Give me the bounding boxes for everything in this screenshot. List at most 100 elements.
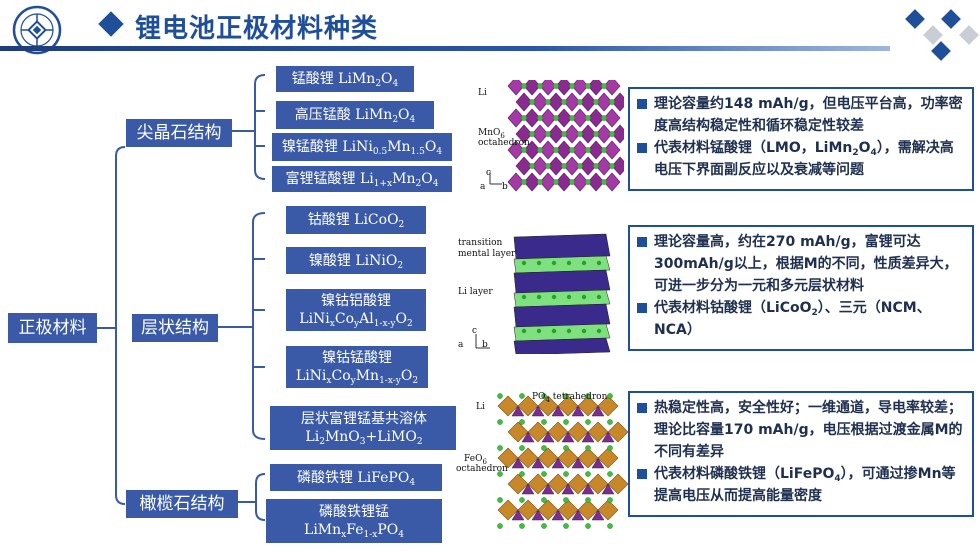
feo6-octahedron bbox=[547, 421, 569, 443]
li-atom bbox=[585, 419, 591, 425]
square-bullet-icon bbox=[637, 469, 647, 479]
li-atom bbox=[607, 523, 613, 529]
li-atom bbox=[521, 260, 527, 266]
category-spinel: 尖晶石结构 bbox=[126, 119, 232, 147]
octahedron-shape bbox=[579, 124, 597, 144]
li-atom bbox=[497, 471, 503, 477]
po4-tetrahedron bbox=[591, 405, 605, 417]
po4-tetrahedron bbox=[531, 509, 545, 521]
layered-item-ncm: 镍钴锰酸锂 LiNixCoyMn1-x-yO2 bbox=[286, 346, 428, 388]
olivine-structure-image: Li PO4 tetrahedron FeO6 octahedron bbox=[456, 392, 632, 534]
octahedron-shape bbox=[547, 92, 565, 112]
li-atom bbox=[569, 115, 575, 121]
li-atom bbox=[563, 445, 569, 451]
octahedron-shape bbox=[587, 140, 605, 160]
octahedron-shape bbox=[603, 108, 621, 128]
li-atom bbox=[577, 99, 583, 105]
li-atom bbox=[541, 497, 547, 503]
feo6-octahedron bbox=[607, 473, 629, 495]
li-atom bbox=[585, 523, 591, 529]
spinel-structure-image: Li MnO6 octahedron c a b bbox=[476, 76, 629, 196]
spinel-item-lmo: 锰酸锂 LiMn2O4 bbox=[276, 66, 414, 92]
po4-tetrahedron bbox=[541, 483, 555, 495]
li-atom bbox=[577, 131, 583, 137]
panel-bullet-item: 热稳定性高，安全性好；一维通道，导电率较差；理论比容量170 mAh/g，电压根… bbox=[636, 397, 966, 463]
feo6-octahedron bbox=[577, 395, 599, 417]
li-atom bbox=[551, 328, 557, 334]
atomic-layer bbox=[513, 323, 611, 342]
li-atom bbox=[521, 179, 527, 185]
olivine-item-lfp: 磷酸铁锂 LiFePO4 bbox=[270, 464, 442, 491]
li-atom bbox=[596, 328, 602, 334]
octahedron-shape bbox=[595, 124, 613, 144]
octahedron-shape bbox=[579, 156, 597, 176]
li-atom bbox=[541, 523, 547, 529]
feo6-octahedron bbox=[587, 421, 609, 443]
li-atom bbox=[585, 115, 591, 121]
square-bullet-icon bbox=[637, 237, 647, 247]
slide-header: 锂电池正极材料种类 bbox=[0, 0, 980, 61]
po4-tetrahedron bbox=[591, 509, 605, 521]
feo6-octahedron bbox=[557, 447, 579, 469]
li-atom bbox=[519, 445, 525, 451]
li-atom bbox=[609, 163, 615, 169]
li-atom bbox=[569, 147, 575, 153]
li-atom bbox=[497, 523, 503, 529]
li-atom bbox=[521, 115, 527, 121]
octahedron-shape bbox=[555, 76, 573, 96]
li-atom bbox=[593, 163, 599, 169]
po4-tetrahedron bbox=[521, 483, 535, 495]
feo6-octahedron bbox=[537, 447, 559, 469]
li-atom bbox=[585, 83, 591, 89]
li-atom bbox=[519, 471, 525, 477]
li-atom bbox=[581, 260, 587, 266]
root-node-cathode-materials: 正极材料 bbox=[8, 313, 97, 343]
li-atom bbox=[519, 393, 525, 399]
li-atom bbox=[497, 393, 503, 399]
octahedron-shape bbox=[571, 172, 589, 192]
li-atom bbox=[545, 163, 551, 169]
li-atom bbox=[581, 328, 587, 334]
octahedron-shape bbox=[563, 92, 581, 112]
li-atom bbox=[601, 147, 607, 153]
olivine-lattice-illustration bbox=[456, 392, 632, 534]
feo6-octahedron bbox=[517, 499, 539, 521]
octahedron-shape bbox=[507, 76, 525, 96]
po4-tetrahedron bbox=[521, 431, 535, 443]
li-atom bbox=[519, 419, 525, 425]
li-atom bbox=[577, 163, 583, 169]
po4-tetrahedron bbox=[561, 483, 575, 495]
feo6-octahedron bbox=[537, 395, 559, 417]
feo6-octahedron bbox=[517, 395, 539, 417]
li-atom bbox=[537, 115, 543, 121]
li-atom bbox=[601, 115, 607, 121]
feo6-octahedron bbox=[497, 499, 519, 521]
po4-tetrahedron bbox=[551, 405, 565, 417]
li-atom bbox=[536, 260, 542, 266]
info-panel-olivine: 热稳定性高，安全性好；一维通道，导电率较差；理论比容量170 mAh/g，电压根… bbox=[628, 391, 974, 517]
feo6-octahedron bbox=[507, 421, 529, 443]
li-atom bbox=[569, 83, 575, 89]
li-atom bbox=[537, 83, 543, 89]
layered-item-lno: 镍酸锂 LiNiO2 bbox=[286, 247, 426, 274]
page-title: 锂电池正极材料种类 bbox=[135, 14, 379, 44]
atomic-layer bbox=[513, 255, 611, 274]
li-atom bbox=[561, 131, 567, 137]
po4-tetrahedron bbox=[531, 405, 545, 417]
po4-tetrahedron bbox=[571, 405, 585, 417]
feo6-octahedron bbox=[527, 421, 549, 443]
title-underline bbox=[0, 46, 890, 51]
li-atom bbox=[607, 419, 613, 425]
octahedron-shape bbox=[523, 140, 541, 160]
li-atom bbox=[521, 147, 527, 153]
feo6-octahedron bbox=[557, 395, 579, 417]
octahedron-shape bbox=[595, 92, 613, 112]
category-layered: 层状结构 bbox=[132, 314, 218, 342]
octahedron-shape bbox=[547, 124, 565, 144]
atomic-layer bbox=[513, 233, 611, 260]
spinel-item-high-voltage-lmo: 高压锰酸 LiMn2O4 bbox=[276, 101, 434, 129]
li-atom bbox=[521, 83, 527, 89]
li-atom bbox=[537, 147, 543, 153]
li-atom bbox=[607, 393, 613, 399]
